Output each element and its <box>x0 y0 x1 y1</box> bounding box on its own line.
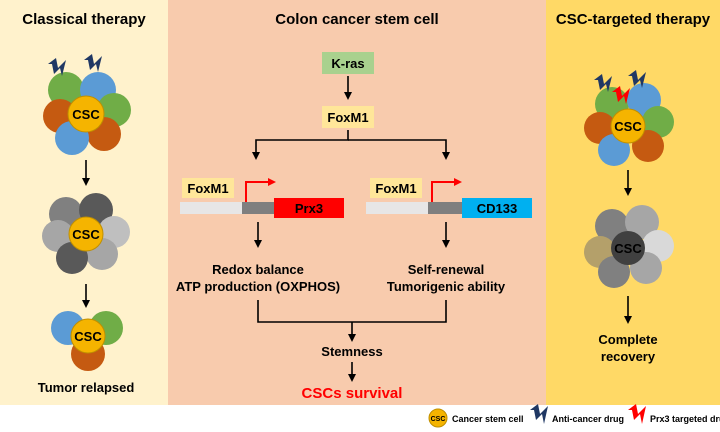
promoter-region-left <box>242 202 274 214</box>
kras-box <box>322 52 374 74</box>
outcome-redox: Redox balance <box>212 262 304 277</box>
transcription-arrow-right <box>431 178 462 202</box>
csc-label: CSC <box>74 329 102 344</box>
tumor-cluster-relapsed: CSC <box>51 311 123 371</box>
panel-title-targeted: CSC-targeted therapy <box>556 11 711 28</box>
foxm1-promoter-left <box>182 178 234 198</box>
csc-cell <box>610 108 646 144</box>
csc-label: CSC <box>614 119 642 134</box>
legend-drug-icon <box>530 404 548 424</box>
tumor-cluster-treated: CSC <box>42 193 130 274</box>
legend: CSC Cancer stem cell Anti-cancer drug Pr… <box>428 404 720 428</box>
csc-cell-dead <box>611 231 645 265</box>
transcription-arrow-left <box>245 178 276 202</box>
panel-targeted <box>546 0 720 405</box>
foxm1-label: FoxM1 <box>327 110 368 125</box>
dna-strand-right <box>366 202 428 214</box>
dna-strand-left <box>180 202 242 214</box>
foxm1-promoter-right <box>370 178 422 198</box>
outcome-atp: ATP production (OXPHOS) <box>176 279 340 294</box>
survival-label: CSCs survival <box>302 385 403 402</box>
stemness-label: Stemness <box>321 344 382 359</box>
cd133-gene-box <box>462 198 532 218</box>
foxm1-branch <box>252 130 349 160</box>
legend-drug-label: Anti-cancer drug <box>552 414 624 424</box>
tumor-cluster-eliminated: CSC <box>584 205 674 288</box>
cd133-label: CD133 <box>477 201 517 216</box>
kras-label: K-ras <box>331 56 364 71</box>
foxm1-box <box>322 106 374 128</box>
legend-csc-icon-label: CSC <box>431 416 446 423</box>
csc-cell <box>70 318 106 354</box>
csc-label: CSC <box>72 107 100 122</box>
prx3-label: Prx3 <box>295 201 323 216</box>
tumor-cluster-initial: CSC <box>43 72 131 155</box>
panel-title-colon: Colon cancer stem cell <box>275 11 438 28</box>
prx3-targeted-drug-icon <box>612 86 630 104</box>
outcome-self-renewal: Self-renewal <box>408 262 485 277</box>
foxm1-promoter-right-label: FoxM1 <box>375 181 416 196</box>
csc-cell <box>67 95 105 133</box>
foxm1-promoter-left-label: FoxM1 <box>187 181 228 196</box>
result-tumor-relapsed: Tumor relapsed <box>38 380 135 395</box>
legend-targeted-label: Prx3 targeted drug <box>650 414 720 424</box>
csc-cell <box>68 216 104 252</box>
panel-title-classical: Classical therapy <box>22 11 146 28</box>
foxm1-branch-right <box>348 139 450 160</box>
result-complete: Complete <box>598 332 657 347</box>
anti-cancer-drug-icon <box>594 70 646 92</box>
anti-cancer-drug-icon <box>48 54 102 76</box>
legend-csc-icon <box>428 408 448 428</box>
csc-label: CSC <box>72 227 100 242</box>
tumor-cluster-targeted: CSC <box>584 83 674 166</box>
prx3-gene-box <box>274 198 344 218</box>
outcome-tumorigenic: Tumorigenic ability <box>387 279 506 294</box>
legend-csc-label: Cancer stem cell <box>452 414 524 424</box>
csc-label: CSC <box>614 241 642 256</box>
legend-targeted-icon <box>628 404 646 424</box>
result-recovery: recovery <box>601 349 656 364</box>
promoter-region-right <box>428 202 462 214</box>
